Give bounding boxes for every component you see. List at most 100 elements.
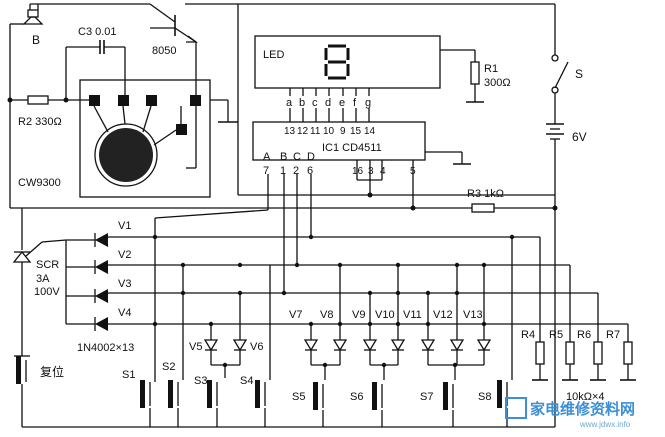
switch-s8-icon xyxy=(497,237,513,408)
ic1-label: IC1 CD4511 xyxy=(322,142,382,154)
diode-v1-icon xyxy=(94,233,108,247)
battery-icon xyxy=(546,123,564,140)
switch-s7-icon xyxy=(443,382,454,410)
s3-label: S3 xyxy=(194,375,207,387)
input-c-letter: C xyxy=(293,151,301,163)
s4-label: S4 xyxy=(240,375,253,387)
diode-v5-icon xyxy=(203,324,219,365)
s5-label: S5 xyxy=(292,391,305,403)
s1-label: S1 xyxy=(122,369,135,381)
seg-num-11: 11 xyxy=(310,126,321,137)
diode-v6-icon xyxy=(232,293,248,365)
s7-label: S7 xyxy=(420,391,433,403)
r7-label: R7 xyxy=(606,329,620,341)
v3-label: V3 xyxy=(118,278,131,290)
diode-v10-icon xyxy=(390,265,406,365)
reset-label: 复位 xyxy=(40,364,64,379)
input-b-letter: B xyxy=(280,151,287,163)
seg-pin-e: e xyxy=(339,97,345,109)
input-a-num: 7 xyxy=(263,165,269,177)
v8-label: V8 xyxy=(320,309,333,321)
diode-v8-icon xyxy=(332,265,348,365)
diode-type-label: 1N4002×13 xyxy=(77,342,134,354)
seg-num-12: 12 xyxy=(297,126,309,137)
v2-label: V2 xyxy=(118,249,131,261)
resistor-r5-icon xyxy=(562,265,578,381)
scr-label: SCR xyxy=(36,259,59,271)
diode-v12-icon xyxy=(449,265,465,365)
c3-label: C3 0.01 xyxy=(78,26,117,38)
r5-label: R5 xyxy=(549,329,563,341)
capacitor-c3-icon xyxy=(65,40,126,100)
r1-value: 300Ω xyxy=(484,77,511,89)
pin-3: 3 xyxy=(368,166,374,177)
resistor-r7-icon xyxy=(620,324,636,381)
resistor-r4-icon xyxy=(532,237,548,381)
seg-num-14: 14 xyxy=(364,126,376,137)
switch-s-label: S xyxy=(575,67,583,81)
watermark-url: www.jdwx.info xyxy=(579,420,631,429)
resistor-r6-icon xyxy=(590,293,606,381)
diode-v13-icon xyxy=(476,265,492,365)
seg-pin-d: d xyxy=(325,97,331,109)
seg-num-15: 15 xyxy=(350,126,362,137)
watermark: 家电维修资料网 www.jdwx.info xyxy=(505,397,635,429)
v10-label: V10 xyxy=(375,309,395,321)
v4-label: V4 xyxy=(118,307,131,319)
resistor-r1-icon xyxy=(470,61,480,85)
seg-num-9: 9 xyxy=(340,126,346,137)
pin-16: 16 xyxy=(352,166,364,177)
switch-s2-icon xyxy=(168,265,184,408)
v5-label: V5 xyxy=(189,341,202,353)
switch-s3-icon xyxy=(207,380,218,408)
switch-s1-icon xyxy=(140,380,156,408)
resistor-r3-icon xyxy=(471,203,495,213)
cw9300-module xyxy=(79,79,211,198)
pin-4: 4 xyxy=(380,166,386,177)
transistor-8050-icon xyxy=(149,3,238,95)
r2-label: R2 330Ω xyxy=(18,116,62,128)
scr-rating-a: 3A xyxy=(36,273,50,285)
v13-label: V13 xyxy=(463,309,483,321)
seg-pin-b: b xyxy=(299,97,305,109)
s8-label: S8 xyxy=(478,391,491,403)
input-d-letter: D xyxy=(307,151,315,163)
input-d-num: 6 xyxy=(307,165,313,177)
v6-label: V6 xyxy=(250,341,263,353)
input-b-num: 1 xyxy=(280,165,286,177)
v11-label: V11 xyxy=(403,309,422,321)
v9-label: V9 xyxy=(352,309,365,321)
r3-label: R3 1kΩ xyxy=(467,188,504,200)
input-c-num: 2 xyxy=(293,165,299,177)
reset-switch-icon xyxy=(14,350,30,427)
v12-label: V12 xyxy=(433,309,453,321)
s6-label: S6 xyxy=(350,391,363,403)
seg-pin-c: c xyxy=(312,97,318,109)
led-label: LED xyxy=(263,49,284,61)
led-display xyxy=(254,35,441,89)
diode-v11-icon xyxy=(420,293,436,365)
v1-label: V1 xyxy=(118,220,131,232)
switch-s4-icon xyxy=(255,265,271,408)
scr-rating-v: 100V xyxy=(34,286,60,298)
diode-v7-icon xyxy=(303,324,319,365)
watermark-text: 家电维修资料网 xyxy=(530,400,635,418)
speaker-label: B xyxy=(32,33,40,47)
s2-label: S2 xyxy=(162,361,175,373)
seg-pin-f: f xyxy=(353,97,357,109)
seven-segment-icon xyxy=(324,44,350,80)
ic1-cd4511 xyxy=(252,121,426,161)
watermark-logo-icon xyxy=(505,397,527,419)
seg-num-10: 10 xyxy=(323,126,335,137)
v7-label: V7 xyxy=(289,309,302,321)
r6-label: R6 xyxy=(577,329,591,341)
switch-s6-icon xyxy=(372,382,383,410)
speaker-icon xyxy=(22,3,150,25)
switch-s-icon xyxy=(554,61,569,89)
cw9300-label: CW9300 xyxy=(18,177,61,189)
resistor-r2-icon xyxy=(27,95,49,105)
input-a-letter: A xyxy=(263,151,271,163)
seg-pin-a: a xyxy=(286,97,293,109)
transistor-label: 8050 xyxy=(152,45,176,57)
